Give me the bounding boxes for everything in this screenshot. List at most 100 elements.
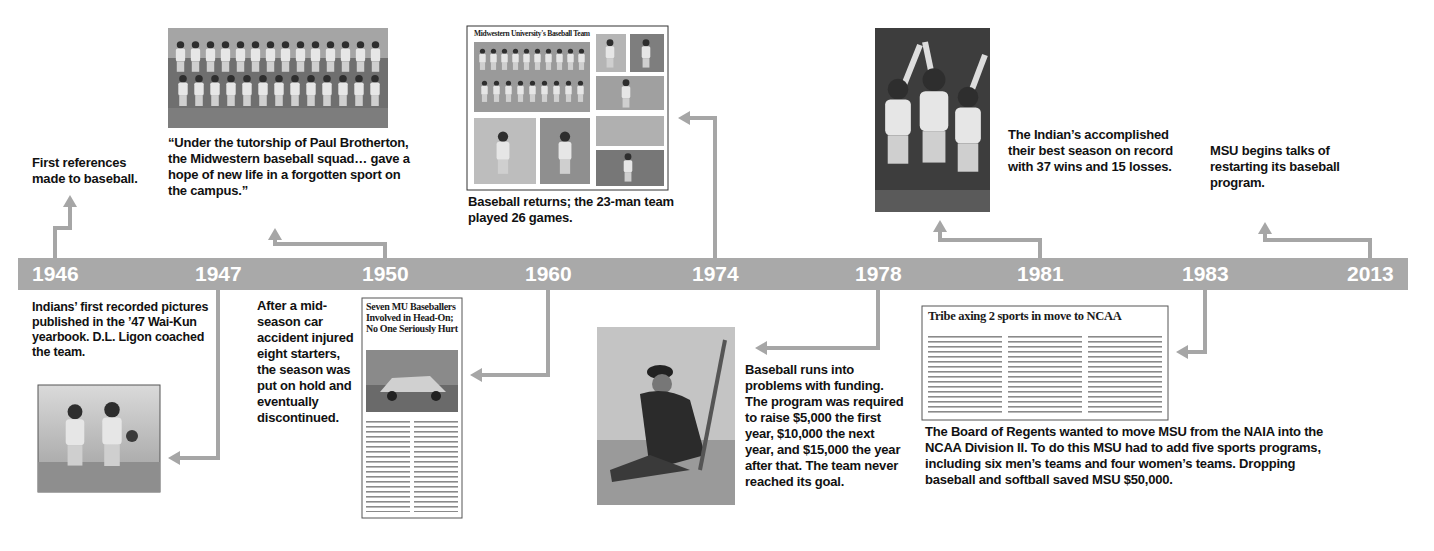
photo-1947-part [102, 402, 121, 466]
yearbook-page-1960-part [567, 49, 573, 70]
year-label: 1960 [525, 262, 572, 286]
leader-lines-part [1265, 232, 1370, 258]
yearbook-page-1960 [467, 26, 668, 190]
timeline-band: 194619471950196019741978198119832013 [18, 258, 1408, 290]
yearbook-page-1960-part [501, 49, 507, 70]
arrowheads-part [168, 451, 180, 465]
photo-1950-team-part [370, 75, 379, 106]
yearbook-page-1960-part [559, 131, 572, 173]
clipping-1950-part [387, 391, 397, 401]
timeline-note: Baseball runs into problems with funding… [745, 362, 905, 490]
clipping-1950-part [380, 376, 446, 392]
photo-1950-team-part [226, 75, 235, 106]
leader-lines-part [940, 230, 1040, 258]
timeline-note: After a mid-season car accident injured … [257, 298, 355, 426]
arrowheads-part [63, 195, 77, 207]
year-label: 1981 [1017, 262, 1064, 286]
yearbook-page-1960-part [545, 49, 551, 70]
yearbook-page-1960-part [540, 118, 590, 184]
yearbook-page-1960-part [642, 39, 651, 67]
photo-1950-team-part [168, 28, 388, 128]
yearbook-header: Midwestern University's Baseball Team [474, 29, 664, 38]
yearbook-page-1960-part [578, 49, 584, 70]
photo-1947-part [66, 404, 85, 465]
yearbook-page-1960-part [479, 49, 485, 70]
photo-1947-part [38, 385, 160, 492]
yearbook-page-1960-part [630, 34, 664, 72]
photo-1950-team-part [168, 108, 388, 128]
leader-lines-part [480, 290, 548, 375]
photo-1978 [875, 28, 990, 212]
yearbook-page-1960-part [577, 81, 583, 102]
leader-lines-part [765, 290, 878, 348]
yearbook-page-1960-part [596, 76, 664, 110]
photo-1950-team-part [306, 75, 315, 106]
yearbook-page-1960-part [596, 116, 664, 146]
photo-1950-team-part [281, 41, 290, 72]
photo-1950-team-part [322, 75, 331, 106]
clipping-1981-part [1008, 334, 1082, 416]
photo-1947 [38, 385, 160, 492]
photo-1974-part [652, 374, 672, 394]
clipping-1981-part [922, 306, 1168, 420]
photo-1950-team-part [210, 75, 219, 106]
yearbook-page-1960-part [596, 150, 664, 186]
timeline-note: MSU begins talks of restarting its baseb… [1210, 143, 1345, 191]
arrowheads-part [268, 228, 282, 240]
photo-1950-team-part [338, 75, 347, 106]
photo-1978-part [955, 87, 981, 172]
newspaper-headline: Tribe axing 2 sports in move to NCAA [928, 309, 1164, 324]
photo-1950-team-part [356, 41, 365, 72]
photo-1950-team-part [242, 75, 251, 106]
timeline-note: “Under the tutorship of Paul Brotherton,… [168, 135, 413, 199]
yearbook-page-1960-part [556, 49, 562, 70]
yearbook-page-1960-part [596, 34, 626, 72]
clipping-1950 [362, 298, 462, 518]
year-label: 2013 [1347, 262, 1394, 286]
clipping-1981 [922, 306, 1168, 420]
yearbook-page-1960-part [474, 42, 590, 112]
yearbook-page-1960-part [505, 81, 511, 102]
arrowheads-part [755, 341, 767, 355]
year-label: 1978 [855, 262, 902, 286]
yearbook-page-1960-part [493, 81, 499, 102]
yearbook-page-1960-part [481, 81, 487, 102]
yearbook-page-1960-part [529, 81, 535, 102]
timeline-note: The Indian’s accomplished their best sea… [1008, 127, 1178, 175]
photo-1950-team [168, 28, 388, 128]
yearbook-page-1960-part [534, 49, 540, 70]
clipping-1981-part [928, 334, 1002, 416]
year-label: 1946 [32, 262, 79, 286]
photo-1974 [597, 327, 735, 505]
photo-1950-team-part [191, 41, 200, 72]
clipping-1950-part [362, 298, 462, 518]
year-label: 1974 [692, 262, 739, 286]
yearbook-page-1960-part [565, 81, 571, 102]
photo-1978-part [920, 68, 949, 162]
yearbook-page-1960-part [553, 81, 559, 102]
photo-1950-team-part [236, 41, 245, 72]
clipping-1950-part [366, 418, 410, 512]
arrowheads-part [678, 111, 690, 125]
photo-1950-team-part [251, 41, 260, 72]
leader-lines-part [688, 118, 715, 258]
yearbook-page-1960-part [512, 49, 518, 70]
photo-1950-team-part [258, 75, 267, 106]
photo-1950-team-part [168, 28, 388, 58]
yearbook-page-1960-part [624, 153, 633, 181]
timeline-note: Indians’ first recorded pictures publish… [32, 300, 210, 360]
yearbook-page-1960-part [523, 49, 529, 70]
photo-1978-part [875, 28, 990, 212]
photo-1974-part [597, 327, 735, 505]
timeline-note: First references made to baseball. [32, 155, 157, 187]
clipping-1981-part [1088, 334, 1162, 416]
year-label: 1983 [1182, 262, 1229, 286]
photo-1950-team-part [194, 75, 203, 106]
yearbook-page-1960-part [606, 39, 615, 67]
photo-1974-part [700, 340, 725, 470]
photo-1950-team-part [206, 41, 215, 72]
photo-1950-team-part [274, 75, 283, 106]
photo-1950-team-part [341, 41, 350, 72]
timeline-note: The Board of Regents wanted to move MSU … [925, 424, 1345, 488]
